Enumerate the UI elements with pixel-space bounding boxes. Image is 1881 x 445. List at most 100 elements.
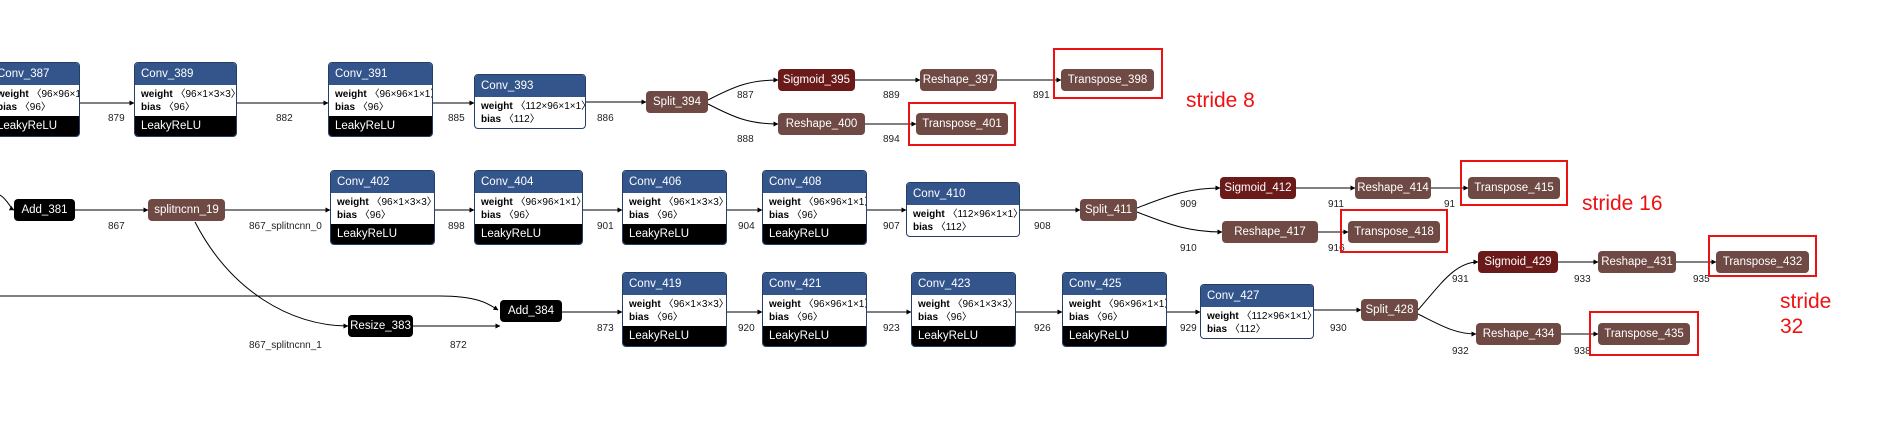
op-node-resize-383[interactable]: Resize_383 [348,315,413,337]
edge-label: 923 [883,323,900,334]
op-node-transpose-418[interactable]: Transpose_418 [1348,221,1440,243]
conv-node-391[interactable]: Conv_391 weight 〈96×96×1×1〉bias 〈96〉 Lea… [328,62,433,137]
edge-label: 938 [1574,346,1591,357]
conv-node-408[interactable]: Conv_408 weight 〈96×96×1×1〉bias 〈96〉 Lea… [762,170,867,245]
edge [194,221,349,329]
activation-label: LeakyReLU [763,326,866,346]
conv-title: Conv_410 [907,183,1019,205]
edge-label: 891 [1033,90,1050,101]
conv-title: Conv_406 [623,171,726,193]
edge [1417,259,1479,311]
edge-label: 889 [883,90,900,101]
activation-label: LeakyReLU [763,224,866,244]
edge-label: 916 [1328,243,1345,254]
conv-title: Conv_427 [1201,285,1313,307]
edge-label: 920 [738,323,755,334]
conv-node-421[interactable]: Conv_421 weight 〈96×96×1×1〉bias 〈96〉 Lea… [762,272,867,347]
op-node-split-394[interactable]: Split_394 [646,91,708,113]
op-node-transpose-401[interactable]: Transpose_401 [916,113,1008,135]
edge-label: 910 [1180,243,1197,254]
edge-label: 908 [1034,221,1051,232]
conv-title: Conv_391 [329,63,432,85]
activation-label: LeakyReLU [331,224,434,244]
edge-label: 930 [1330,323,1347,334]
activation-label: LeakyReLU [135,116,236,136]
conv-node-419[interactable]: Conv_419 weight 〈96×1×3×3〉bias 〈96〉 Leak… [622,272,727,347]
op-node-sigmoid-395[interactable]: Sigmoid_395 [778,69,855,91]
edge-label: 873 [597,323,614,334]
op-node-transpose-432[interactable]: Transpose_432 [1716,251,1809,273]
conv-node-402[interactable]: Conv_402 weight 〈96×1×3×3〉bias 〈96〉 Leak… [330,170,435,245]
activation-label: LeakyReLU [912,326,1015,346]
conv-title: Conv_389 [135,63,236,85]
conv-node-425[interactable]: Conv_425 weight 〈96×96×1×1〉bias 〈96〉 Lea… [1062,272,1167,347]
edge [1417,313,1477,337]
edge-label: 929 [1180,323,1197,334]
op-node-sigmoid-429[interactable]: Sigmoid_429 [1478,251,1558,273]
edge-label: 926 [1034,323,1051,334]
conv-node-389[interactable]: Conv_389 weight 〈96×1×3×3〉bias 〈96〉 Leak… [134,62,237,137]
conv-node-410[interactable]: Conv_410 weight 〈112×96×1×1〉bias 〈112〉 [906,182,1020,237]
op-node-split-428[interactable]: Split_428 [1361,299,1418,321]
op-node-sigmoid-412[interactable]: Sigmoid_412 [1220,177,1296,199]
highlight-box [908,102,1016,146]
stride-annotation: stride 32 [1780,290,1832,338]
edge [1136,211,1223,235]
edge-label: 867_splitncnn_0 [249,221,322,232]
edge [0,194,15,211]
stride-annotation: stride 8 [1186,89,1255,112]
edge-label: 898 [448,221,465,232]
op-node-splitncnn-19[interactable]: splitncnn_19 [148,199,225,221]
op-node-reshape-397[interactable]: Reshape_397 [920,69,997,91]
edge-label: 867_splitncnn_1 [249,340,322,351]
conv-title: Conv_402 [331,171,434,193]
highlight-box [1708,235,1817,277]
op-node-reshape-417[interactable]: Reshape_417 [1222,221,1318,243]
edge-label: 879 [108,113,125,124]
op-node-reshape-434[interactable]: Reshape_434 [1476,323,1561,345]
edge-label: 907 [883,221,900,232]
op-node-add-384[interactable]: Add_384 [500,300,562,322]
edge-label: 909 [1180,199,1197,210]
edge-label: 935 [1693,274,1710,285]
edge-label: 932 [1452,346,1469,357]
conv-title: Conv_404 [475,171,582,193]
edge-label: 887 [737,90,754,101]
edge-label: 931 [1452,274,1469,285]
highlight-box [1053,48,1163,99]
op-node-transpose-398[interactable]: Transpose_398 [1061,69,1154,91]
conv-node-406[interactable]: Conv_406 weight 〈96×1×3×3〉bias 〈96〉 Leak… [622,170,727,245]
op-node-reshape-400[interactable]: Reshape_400 [778,113,865,135]
conv-title: Conv_423 [912,273,1015,295]
edge-label: 867 [108,221,125,232]
conv-title: Conv_387 [0,63,79,85]
op-node-split-411[interactable]: Split_411 [1080,199,1137,221]
conv-title: Conv_419 [623,273,726,295]
activation-label: LeakyReLU [329,116,432,136]
highlight-box [1340,209,1448,253]
conv-title: Conv_421 [763,273,866,295]
conv-node-387[interactable]: Conv_387 weight 〈96×96×1×1〉bias 〈96〉 Lea… [0,62,80,137]
edge-label: 894 [883,134,900,145]
edge [1136,185,1221,209]
conv-node-427[interactable]: Conv_427 weight 〈112×96×1×1〉bias 〈112〉 [1200,284,1314,339]
conv-title: Conv_393 [475,75,585,97]
conv-node-404[interactable]: Conv_404 weight 〈96×96×1×1〉bias 〈96〉 Lea… [474,170,583,245]
edge-label: 888 [737,134,754,145]
edge-label: 885 [448,113,465,124]
op-node-add-381[interactable]: Add_381 [14,199,75,221]
edge-label: 901 [597,221,614,232]
activation-label: LeakyReLU [623,224,726,244]
edge-label: 91 [1444,199,1456,210]
conv-title: Conv_408 [763,171,866,193]
op-node-reshape-431[interactable]: Reshape_431 [1598,251,1676,273]
edge-label: 933 [1574,274,1591,285]
conv-node-423[interactable]: Conv_423 weight 〈96×1×3×3〉bias 〈96〉 Leak… [911,272,1016,347]
op-node-transpose-435[interactable]: Transpose_435 [1598,323,1690,345]
op-node-transpose-415[interactable]: Transpose_415 [1468,177,1560,199]
conv-node-393[interactable]: Conv_393 weight 〈112×96×1×1〉bias 〈112〉 [474,74,586,129]
stride-annotation: stride 16 [1582,192,1663,215]
op-node-reshape-414[interactable]: Reshape_414 [1355,177,1431,199]
